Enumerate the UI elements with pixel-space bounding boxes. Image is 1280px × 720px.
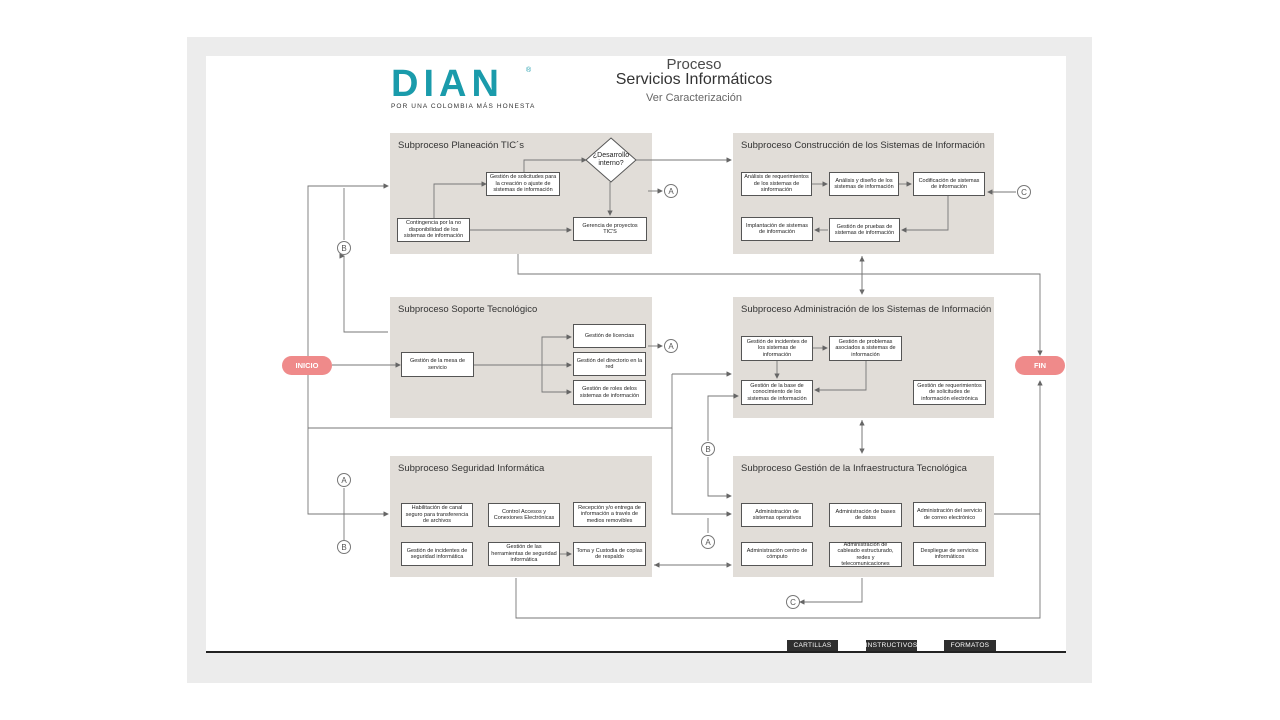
ver-caracterizacion-link[interactable]: Ver Caracterización bbox=[646, 92, 742, 104]
panel-title-construccion[interactable]: Subproceso Construcción de los Sistemas … bbox=[741, 140, 985, 151]
decision-diamond bbox=[585, 137, 637, 183]
node-problemas-asociados[interactable]: Gestión de problemas asociados a sistema… bbox=[829, 336, 902, 361]
node-copias-respaldo[interactable]: Toma y Custodia de copias de respaldo bbox=[573, 542, 646, 566]
connector-b: B bbox=[701, 442, 715, 456]
process-label: Proceso bbox=[666, 56, 722, 73]
panel-title-soporte[interactable]: Subproceso Soporte Tecnológico bbox=[398, 304, 538, 315]
fin-terminal: FIN bbox=[1015, 356, 1065, 375]
node-gerencia-proyectos[interactable]: Gerencia de proyectos TIC'S bbox=[573, 217, 647, 241]
node-contingencia[interactable]: Contingencia por la no disponibilidad de… bbox=[397, 218, 470, 242]
node-herramientas-seguridad[interactable]: Gestión de las herramientas de seguridad… bbox=[488, 542, 560, 566]
node-base-conocimiento[interactable]: Gestión de la base de conocimiento de lo… bbox=[741, 380, 813, 405]
panel-title-seguridad[interactable]: Subproceso Seguridad Informática bbox=[398, 463, 545, 474]
node-analisis-requerimientos[interactable]: Análisis de requerimientos de los sistem… bbox=[741, 172, 812, 196]
node-medios-removibles[interactable]: Recepción y/o entrega de información a t… bbox=[573, 502, 646, 527]
node-gestion-solicitudes[interactable]: Gestión de solicitudes para la creación … bbox=[486, 172, 560, 196]
node-sistemas-operativos[interactable]: Administración de sistemas operativos bbox=[741, 503, 813, 527]
inicio-terminal: INICIO bbox=[282, 356, 332, 375]
dian-logo: DIAN bbox=[391, 63, 504, 105]
cartillas-button[interactable]: CARTILLAS bbox=[787, 640, 838, 651]
connector-a: A bbox=[664, 184, 678, 198]
node-cableado-redes[interactable]: Administración de cableado estructurado,… bbox=[829, 542, 902, 567]
node-roles-sistemas[interactable]: Gestión de roles delos sistemas de infor… bbox=[573, 380, 646, 405]
panel-title-infraestructura[interactable]: Subproceso Gestión de la Infraestructura… bbox=[741, 463, 967, 474]
node-requerimientos-solicitudes[interactable]: Gestión de requerimientos de solicitudes… bbox=[913, 380, 986, 405]
node-licencias[interactable]: Gestión de licencias bbox=[573, 324, 646, 348]
decision-label: ¿Desarrollo interno? bbox=[592, 152, 630, 167]
panel-title-planeacion[interactable]: Subproceso Planeación TIC´s bbox=[398, 140, 525, 151]
connector-a: A bbox=[337, 473, 351, 487]
node-centro-computo[interactable]: Administración centro de cómputo bbox=[741, 542, 813, 566]
logo-slogan: POR UNA COLOMBIA MÁS HONESTA bbox=[391, 103, 536, 110]
connector-b: B bbox=[337, 241, 351, 255]
connector-b: B bbox=[337, 540, 351, 554]
node-gestion-pruebas[interactable]: Gestión de pruebas de sistemas de inform… bbox=[829, 218, 900, 242]
formatos-button[interactable]: FORMATOS bbox=[944, 640, 996, 651]
connector-a: A bbox=[664, 339, 678, 353]
node-incidentes-sistemas[interactable]: Gestión de incidentes de los sistemas de… bbox=[741, 336, 813, 361]
registered-mark: ® bbox=[526, 67, 532, 74]
connector-c: C bbox=[1017, 185, 1031, 199]
node-despliegue-servicios[interactable]: Despliegue de servicios informáticos bbox=[913, 542, 986, 566]
page-title[interactable]: Servicios Informáticos bbox=[615, 71, 773, 88]
footer-rule bbox=[206, 651, 1066, 653]
connector-c: C bbox=[786, 595, 800, 609]
node-analisis-diseno[interactable]: Análisis y diseño de los sistemas de inf… bbox=[829, 172, 899, 196]
node-implantacion[interactable]: Implantación de sistemas de información bbox=[741, 217, 813, 241]
node-control-accesos[interactable]: Control Accesos y Conexiones Electrónica… bbox=[488, 503, 560, 527]
connector-a: A bbox=[701, 535, 715, 549]
node-bases-datos[interactable]: Administración de bases de datos bbox=[829, 503, 902, 527]
node-correo-electronico[interactable]: Administración del servicio de correo el… bbox=[913, 502, 986, 527]
node-mesa-servicio[interactable]: Gestión de la mesa de servicio bbox=[401, 352, 474, 377]
node-directorio-red[interactable]: Gestión del directorio en la red bbox=[573, 352, 646, 376]
panel-title-administracion[interactable]: Subproceso Administración de los Sistema… bbox=[741, 304, 992, 315]
node-codificacion[interactable]: Codificación de sistemas de información bbox=[913, 172, 985, 196]
node-canal-seguro[interactable]: Habilitación de canal seguro para transf… bbox=[401, 503, 473, 527]
instructivos-button[interactable]: INSTRUCTIVOS bbox=[865, 640, 918, 651]
node-incidentes-seguridad[interactable]: Gestión de incidentes de seguridad infor… bbox=[401, 542, 473, 566]
